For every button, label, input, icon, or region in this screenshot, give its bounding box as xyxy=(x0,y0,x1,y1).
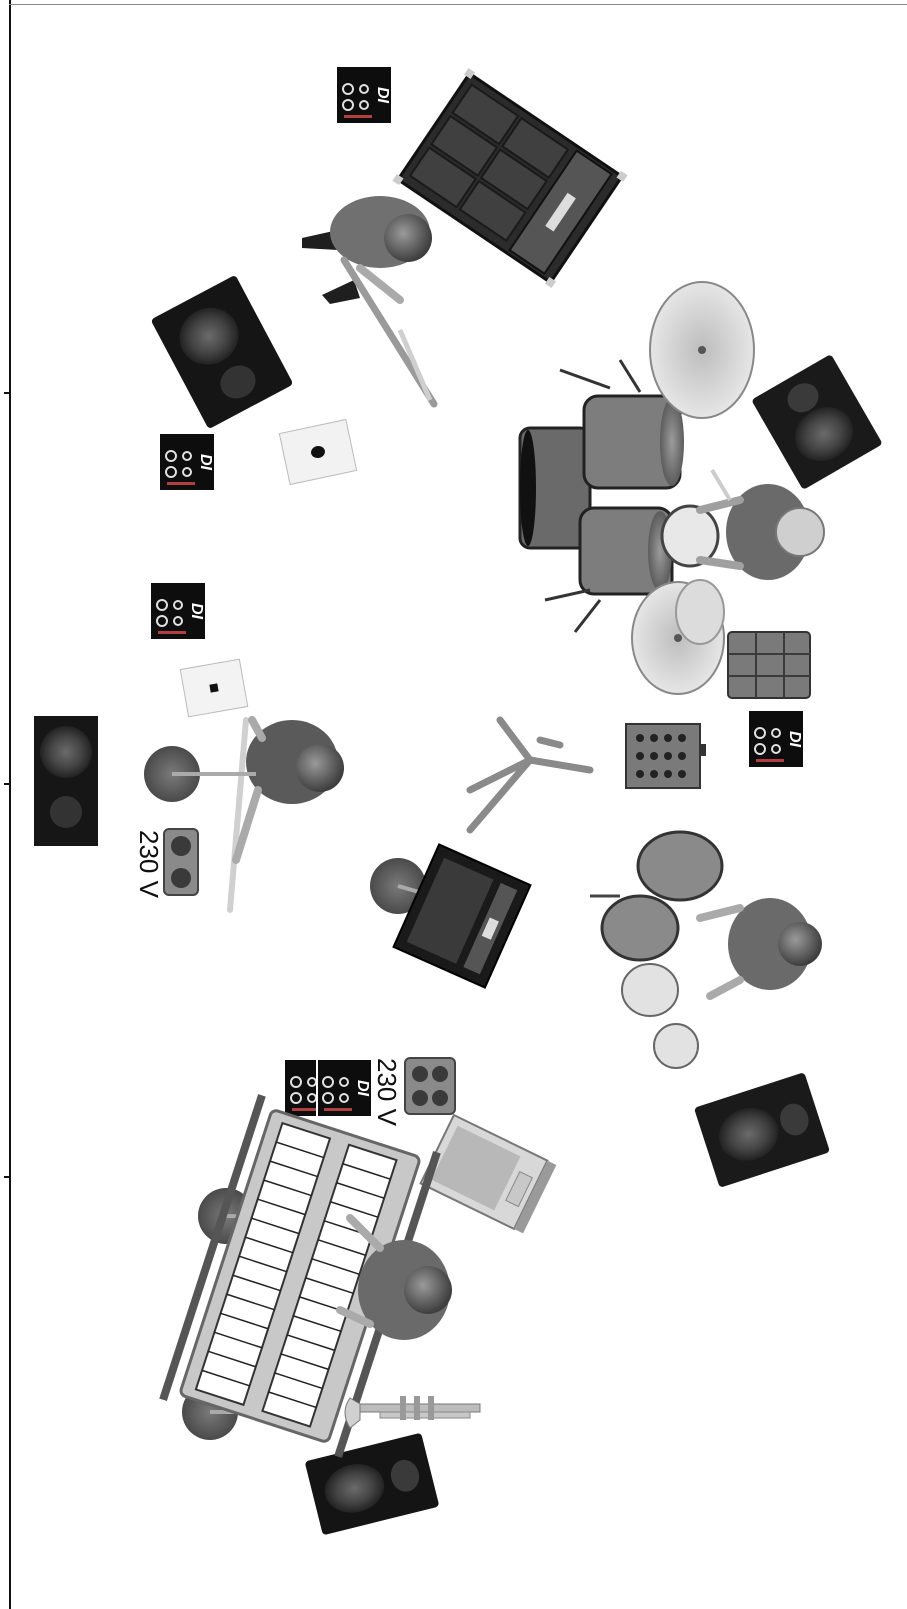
outlet-voltage-label: 230 V xyxy=(372,1058,402,1127)
percussion-setup xyxy=(590,832,822,1068)
monitor-wedge xyxy=(694,1072,830,1188)
cajon-stack xyxy=(728,632,810,698)
outlet-voltage-label: 230 V xyxy=(134,830,164,899)
bass-amp-cabinet xyxy=(392,68,627,288)
stage-box xyxy=(626,724,706,788)
di-box: DI xyxy=(151,583,205,639)
laptop xyxy=(421,1115,557,1233)
setlist-paper xyxy=(279,419,356,484)
monitor-wedge xyxy=(305,1433,440,1536)
di-box-label: DI xyxy=(354,1080,371,1097)
monitor-wedge xyxy=(751,354,883,490)
setlist-paper xyxy=(180,659,247,717)
di-box: DI xyxy=(317,1060,371,1116)
di-box-label: DI xyxy=(374,87,391,104)
power-outlet-double: 230 V xyxy=(134,829,198,899)
di-box-label: DI xyxy=(197,454,214,471)
di-box: DI xyxy=(337,67,391,123)
di-box: DI xyxy=(749,711,803,767)
monitor-wedge xyxy=(34,716,98,846)
di-box: DI xyxy=(160,434,214,490)
di-box-label: DI xyxy=(188,603,205,620)
bass-player xyxy=(302,196,434,404)
guitar-stand xyxy=(470,720,590,830)
di-box-label: DI xyxy=(786,731,803,748)
monitor-wedge xyxy=(151,275,294,430)
guitar-player xyxy=(230,720,344,910)
power-outlet-quad: 230 V xyxy=(372,1058,455,1127)
trumpet xyxy=(345,1396,480,1428)
